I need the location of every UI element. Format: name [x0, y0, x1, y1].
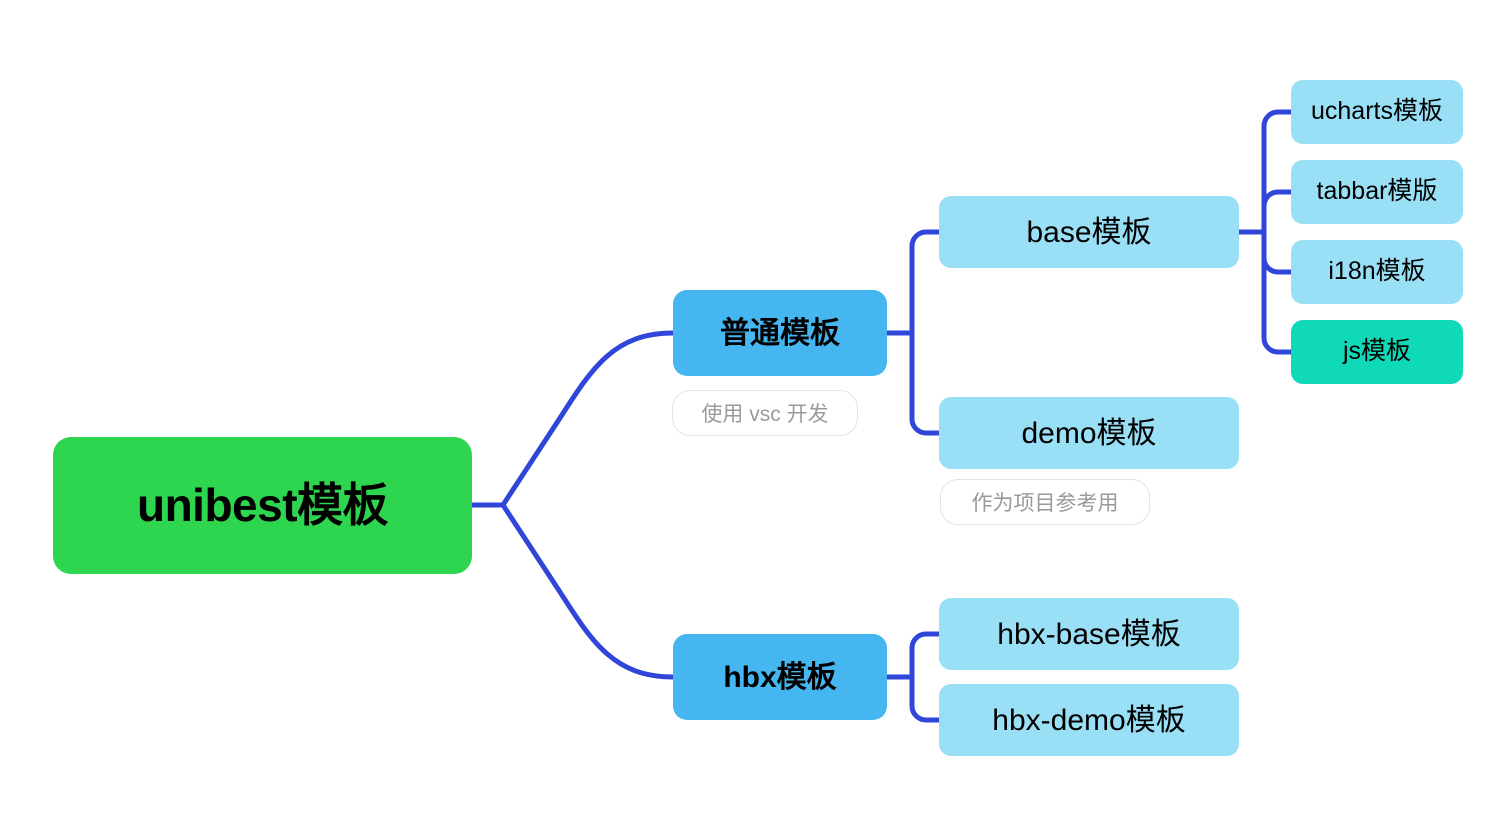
note-text: 使用 vsc 开发: [701, 403, 829, 426]
mindmap-node-i18n[interactable]: i18n模板: [1291, 240, 1463, 304]
mindmap-note-demo: 作为项目参考用: [940, 479, 1150, 525]
node-label: hbx-base模板: [997, 617, 1181, 651]
mindmap-node-base[interactable]: base模板: [939, 196, 1239, 268]
mindmap-node-hbx[interactable]: hbx模板: [673, 634, 887, 720]
mindmap-node-ucharts[interactable]: ucharts模板: [1291, 80, 1463, 144]
connector-base-to-tabbar: [1261, 189, 1294, 235]
mindmap-node-root[interactable]: unibest模板: [53, 437, 472, 574]
mindmap-node-tabbar[interactable]: tabbar模版: [1291, 160, 1463, 224]
connector-base-to-ucharts: [1261, 109, 1294, 235]
node-label: i18n模板: [1328, 257, 1426, 286]
node-label: 普通模板: [720, 316, 840, 350]
mindmap-node-hbx-base[interactable]: hbx-base模板: [939, 598, 1239, 670]
connector-base-to-i18n: [1261, 229, 1294, 275]
note-text: 作为项目参考用: [971, 492, 1119, 515]
node-label: unibest模板: [136, 479, 389, 532]
node-label: demo模板: [1021, 416, 1157, 450]
connector-normal-bracket-up: [909, 229, 942, 336]
mindmap-node-demo[interactable]: demo模板: [939, 397, 1239, 469]
connector-root-to-hbx: [500, 502, 676, 680]
node-label: js模板: [1342, 337, 1412, 366]
connector-root-to-normal: [500, 330, 676, 508]
node-label: tabbar模版: [1316, 177, 1438, 206]
connector-hbx-bracket-down: [909, 674, 942, 723]
connector-hbx-bracket-up: [909, 631, 942, 680]
connector-normal-bracket-down: [909, 330, 942, 436]
node-label: hbx-demo模板: [992, 703, 1186, 737]
mindmap-node-normal[interactable]: 普通模板: [673, 290, 887, 376]
node-label: base模板: [1026, 215, 1152, 249]
connector-base-to-js: [1261, 229, 1294, 355]
mindmap-note-normal: 使用 vsc 开发: [672, 390, 858, 436]
node-label: ucharts模板: [1311, 97, 1443, 126]
node-label: hbx模板: [723, 660, 837, 694]
mindmap-node-hbx-demo[interactable]: hbx-demo模板: [939, 684, 1239, 756]
mindmap-node-js[interactable]: js模板: [1291, 320, 1463, 384]
